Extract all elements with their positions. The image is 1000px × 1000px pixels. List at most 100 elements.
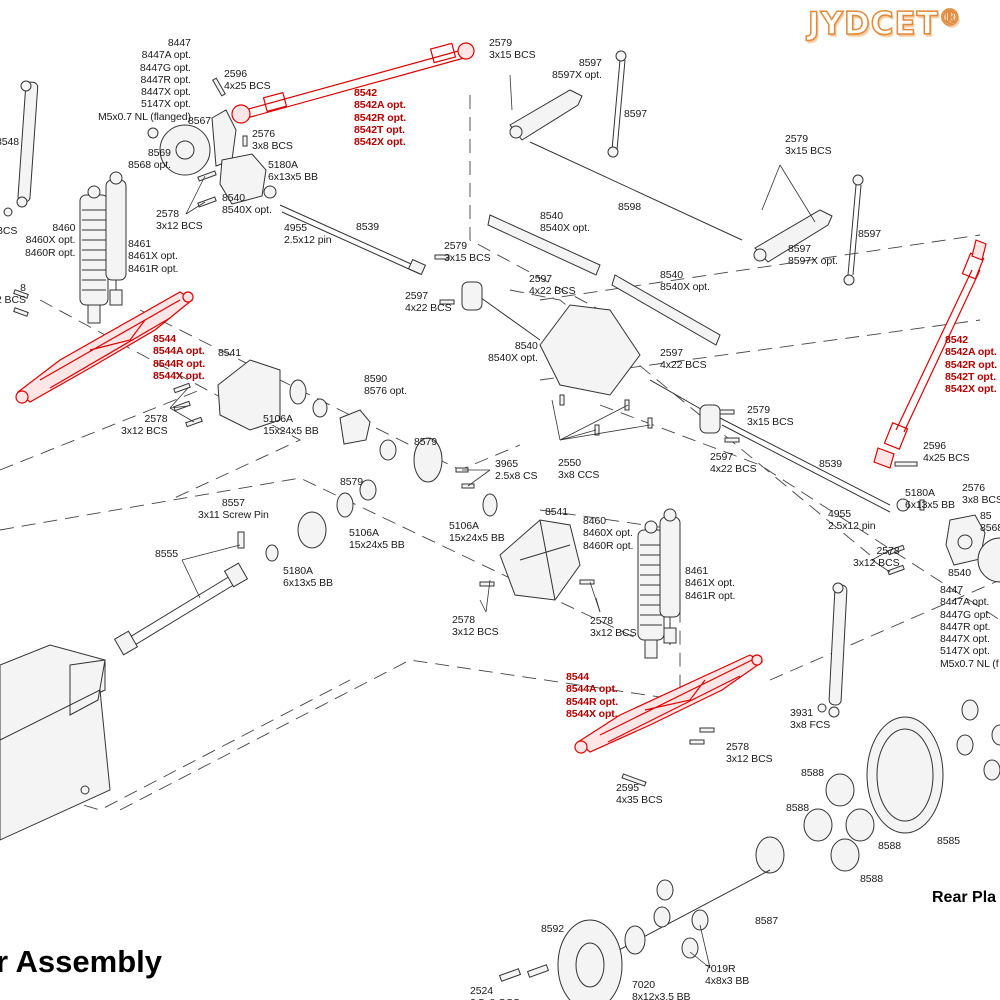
- part-spec: 4x8x3 BB: [705, 975, 750, 988]
- part-spec: 3x12 BCS: [726, 753, 773, 766]
- part-spec: 8461X opt.: [685, 577, 735, 590]
- part-spec: 8542R opt.: [354, 111, 407, 124]
- part-number: 8579: [340, 476, 363, 488]
- part-number: 85: [980, 510, 992, 522]
- part-number: 2578: [726, 741, 749, 753]
- part-spec: 8542R opt.: [945, 358, 998, 371]
- part-spec: 4x22 BCS: [660, 359, 707, 372]
- part-number: 8540: [514, 340, 538, 352]
- part-spec: 8542T opt.: [945, 370, 996, 383]
- part-callout-8567: 8567: [188, 115, 211, 127]
- part-spec: 3x8 CCS: [558, 469, 600, 482]
- part-number: 8: [20, 282, 26, 294]
- part-number: 5106A: [263, 413, 293, 425]
- lower-link-8544-bottom: [574, 654, 764, 754]
- part-callout-8-2bcs: 82 BCS: [0, 282, 26, 307]
- part-callout-8548: 8548: [0, 136, 19, 148]
- part-number: 5106A: [449, 520, 479, 532]
- part-number: 2576: [252, 128, 275, 140]
- part-spec: 4x22 BCS: [405, 302, 452, 315]
- part-spec: 4x25 BCS: [224, 80, 271, 93]
- part-number: 2579: [785, 133, 808, 145]
- part-spec: 8461R opt.: [685, 589, 736, 602]
- part-spec: 8x12x3.5 BB: [632, 991, 691, 1000]
- part-number: 2578: [156, 208, 179, 220]
- part-callout-2524: 25242.5x8 CCS: [470, 985, 520, 1000]
- part-spec: 5147X opt.: [940, 645, 990, 658]
- part-spec: 4x22 BCS: [710, 463, 757, 476]
- part-number: 2597: [660, 347, 683, 359]
- part-spec: 8460X opt.: [583, 527, 633, 540]
- part-spec: 8540X opt.: [540, 222, 590, 235]
- part-number: BCS: [0, 225, 18, 237]
- part-number: 8587: [755, 915, 778, 927]
- part-callout-8597-b: 8597: [624, 108, 647, 120]
- part-number: 2578: [144, 413, 168, 425]
- part-spec: 2.5x12 pin: [284, 234, 332, 247]
- part-spec: 3x8 FCS: [790, 719, 831, 732]
- part-callout-8541-top: 8541: [218, 347, 241, 359]
- part-spec: 8540X opt.: [488, 352, 538, 365]
- part-spec: 15x24x5 BB: [449, 532, 505, 545]
- part-number: 8541: [545, 506, 568, 518]
- part-spec: 8544X opt.: [566, 707, 618, 720]
- part-spec: 8597X opt.: [788, 255, 838, 268]
- part-spec: 6x13x5 BB: [905, 499, 955, 512]
- part-spec: 8542A opt.: [945, 346, 997, 359]
- watermark-text: JYDCET: [807, 5, 939, 43]
- part-number: 7020: [632, 979, 655, 991]
- part-spec: 6x13x5 BB: [283, 577, 333, 590]
- part-spec: 3x12 BCS: [853, 557, 900, 570]
- part-spec: 8542X opt.: [354, 136, 406, 149]
- part-callout-8579-a: 8579: [414, 436, 437, 448]
- part-number: 8447: [940, 584, 963, 596]
- part-spec: 8544X opt.: [153, 369, 205, 382]
- part-spec: 8447A opt.: [940, 596, 990, 609]
- part-number: 8557: [221, 497, 245, 509]
- part-number: 8544: [153, 333, 176, 345]
- part-number: 2596: [923, 440, 946, 452]
- part-spec: 8568: [980, 522, 1000, 535]
- knuckle-right: [896, 498, 1000, 583]
- assembly-guide-lines: [0, 95, 1000, 811]
- part-number: 8597: [624, 108, 647, 120]
- part-number: 2579: [747, 404, 770, 416]
- planet-carrier: [498, 879, 709, 1000]
- brand-watermark: JYDCET®: [807, 5, 962, 43]
- lower-link-8544-top: [15, 291, 194, 404]
- registered-mark-icon: ®: [938, 5, 962, 32]
- part-number: 8588: [860, 873, 883, 885]
- part-number: 8567: [188, 115, 211, 127]
- part-spec: 3x15 BCS: [489, 49, 536, 62]
- part-callout-8588-a: 8588: [801, 767, 824, 779]
- planetary-gearset: [599, 699, 1000, 961]
- part-spec: 3x8 BCS: [962, 494, 1000, 507]
- part-callout-bcs-left: BCS: [0, 225, 17, 237]
- fasteners: [13, 77, 925, 787]
- part-callout-8588-d: 8588: [860, 873, 883, 885]
- drag-link-8542-right: [873, 239, 987, 469]
- part-number: 8597: [578, 57, 602, 69]
- part-number: 8597: [858, 228, 881, 240]
- part-spec: 3x12 BCS: [452, 626, 499, 639]
